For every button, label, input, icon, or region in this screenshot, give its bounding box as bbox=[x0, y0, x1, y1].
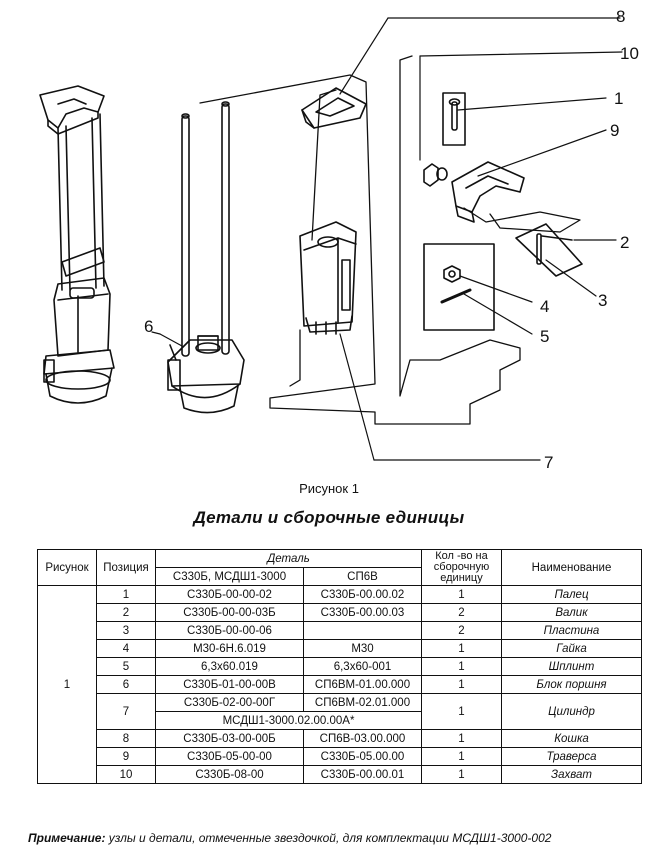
table-row: 4 М30-6Н.6.019 М30 1 Гайка bbox=[38, 639, 642, 658]
col-header-name: Наименование bbox=[501, 549, 642, 586]
cell-part-b: СП6ВМ-01.00.000 bbox=[303, 675, 422, 694]
cell-position: 8 bbox=[96, 729, 156, 748]
callout-4: 4 bbox=[540, 297, 549, 316]
cell-position: 5 bbox=[96, 657, 156, 676]
cell-part-b: 6,3х60-001 bbox=[303, 657, 422, 676]
table-row: 10 С330Б-08-00 С330Б-00.00.01 1 Захват bbox=[38, 765, 642, 784]
footnote-label: Примечание: bbox=[28, 831, 106, 845]
callout-3: 3 bbox=[598, 291, 607, 310]
figure-caption: Рисунок 1 bbox=[299, 481, 359, 496]
callout-9: 9 bbox=[610, 121, 619, 140]
table-row: 3 С330Б-00-00-06 2 Пластина bbox=[38, 621, 642, 640]
table-row: 8 С330Б-03-00-00Б СП6В-03.00.000 1 Кошка bbox=[38, 729, 642, 748]
cell-part-b: С330Б-00.00.03 bbox=[303, 603, 422, 622]
cell-qty: 1 bbox=[421, 639, 502, 658]
catch-drawing bbox=[301, 87, 367, 129]
col-header-part-a: С330Б, МСДШ1-3000 bbox=[155, 567, 304, 586]
table-row: 1 1 С330Б-00-00-02 С330Б-00.00.02 1 Пале… bbox=[37, 585, 642, 784]
col-header-part: Деталь bbox=[155, 549, 422, 568]
leader-lines bbox=[151, 17, 623, 461]
cell-qty: 1 bbox=[421, 765, 502, 784]
cell-qty: 2 bbox=[421, 603, 502, 622]
cell-position: 1 bbox=[96, 585, 156, 604]
cell-position: 7 bbox=[96, 693, 156, 730]
cell-part-b: СП6ВМ-02.01.000 bbox=[303, 693, 422, 712]
assembled-unit-drawing bbox=[39, 85, 115, 404]
callout-1: 1 bbox=[614, 89, 623, 108]
page-title: Детали и сборочные единицы bbox=[193, 508, 465, 527]
callout-8: 8 bbox=[616, 7, 625, 26]
cell-part-b bbox=[303, 621, 422, 640]
cell-position: 10 bbox=[96, 765, 156, 784]
table-subheader-row: С330Б, МСДШ1-3000 СП6В bbox=[38, 567, 642, 586]
cell-qty: 2 bbox=[421, 621, 502, 640]
cell-part-a: С330Б-00-00-02 bbox=[155, 585, 304, 604]
callout-7: 7 bbox=[544, 453, 553, 472]
cell-part-a: С330Б-05-00-00 bbox=[155, 747, 304, 766]
grip-drawing bbox=[423, 163, 448, 187]
cell-qty: 1 bbox=[421, 675, 502, 694]
cell-part-b: С330Б-00.00.01 bbox=[303, 765, 422, 784]
table-row: 6 С330Б-01-00-00В СП6ВМ-01.00.000 1 Блок… bbox=[38, 675, 642, 694]
footnote-text: узлы и детали, отмеченные звездочкой, дл… bbox=[105, 831, 552, 845]
exploded-assembly-drawing: 8 10 1 9 2 3 4 5 7 6 bbox=[39, 7, 639, 472]
callout-5: 5 bbox=[540, 327, 549, 346]
cell-part-b: С330Б-00.00.02 bbox=[303, 585, 422, 604]
pin-drawing bbox=[442, 92, 466, 146]
cell-part-a: С330Б-00-00-03Б bbox=[155, 603, 304, 622]
cell-name: Кошка bbox=[501, 729, 642, 748]
cell-part-a: С330Б-02-00-00Г bbox=[155, 693, 304, 712]
table-row: 5 6,3х60.019 6,3х60-001 1 Шплинт bbox=[38, 657, 642, 676]
cell-qty: 1 bbox=[421, 693, 502, 730]
cell-name: Цилиндр bbox=[501, 693, 642, 730]
cell-part-b: М30 bbox=[303, 639, 422, 658]
table-row: 9 С330Б-05-00-00 С330Б-05.00.00 1 Травер… bbox=[38, 747, 642, 766]
cell-name: Шплинт bbox=[501, 657, 642, 676]
cell-part-b: С330Б-05.00.00 bbox=[303, 747, 422, 766]
cell-name: Валик bbox=[501, 603, 642, 622]
cell-qty: 1 bbox=[421, 585, 502, 604]
cell-position: 2 bbox=[96, 603, 156, 622]
figure-number-cell: 1 bbox=[37, 585, 97, 784]
cell-position: 9 bbox=[96, 747, 156, 766]
col-header-position: Позиция bbox=[96, 549, 156, 586]
cell-name: Траверса bbox=[501, 747, 642, 766]
cell-name: Блок поршня bbox=[501, 675, 642, 694]
callout-2: 2 bbox=[620, 233, 629, 252]
nut-cotter-pin-drawing bbox=[423, 243, 495, 331]
cell-part-a: М30-6Н.6.019 bbox=[155, 639, 304, 658]
table-row: 7 С330Б-02-00-00Г СП6ВМ-02.01.000 1 Цили… bbox=[38, 693, 642, 730]
cell-part-a-extra: МСДШ1-3000.02.00.00А* bbox=[155, 711, 422, 730]
cell-part-a: 6,3х60.019 bbox=[155, 657, 304, 676]
table-header-row: Рисунок Позиция Деталь Кол -во на сбороч… bbox=[37, 549, 642, 586]
cell-part-b: СП6В-03.00.000 bbox=[303, 729, 422, 748]
traverse-drawing bbox=[451, 161, 525, 223]
callout-10: 10 bbox=[620, 44, 639, 63]
parts-table: Рисунок Позиция Деталь Кол -во на сбороч… bbox=[37, 549, 642, 784]
cell-name: Захват bbox=[501, 765, 642, 784]
table-row: 2 С330Б-00-00-03Б С330Б-00.00.03 2 Валик bbox=[38, 603, 642, 622]
col-header-qty: Кол -во на сборочную единицу bbox=[421, 549, 502, 586]
cell-qty: 1 bbox=[421, 729, 502, 748]
cell-name: Пластина bbox=[501, 621, 642, 640]
cell-name: Гайка bbox=[501, 639, 642, 658]
cell-name: Палец bbox=[501, 585, 642, 604]
callout-6: 6 bbox=[144, 317, 153, 336]
cylinder-drawing bbox=[299, 221, 357, 335]
cell-part-a: С330Б-00-00-06 bbox=[155, 621, 304, 640]
cell-position: 4 bbox=[96, 639, 156, 658]
assembly-path-lines bbox=[199, 55, 581, 425]
col-header-figure: Рисунок bbox=[37, 549, 97, 586]
shaft-plate-drawing bbox=[515, 223, 583, 277]
footnote: Примечание: узлы и детали, отмеченные зв… bbox=[28, 831, 648, 845]
cell-position: 6 bbox=[96, 675, 156, 694]
cell-qty: 1 bbox=[421, 657, 502, 676]
cell-position: 3 bbox=[96, 621, 156, 640]
cell-part-a: С330Б-08-00 bbox=[155, 765, 304, 784]
cell-qty: 1 bbox=[421, 747, 502, 766]
piston-block-drawing bbox=[167, 101, 245, 414]
cell-part-a: С330Б-03-00-00Б bbox=[155, 729, 304, 748]
col-header-part-b: СП6В bbox=[303, 567, 422, 586]
cell-part-a: С330Б-01-00-00В bbox=[155, 675, 304, 694]
